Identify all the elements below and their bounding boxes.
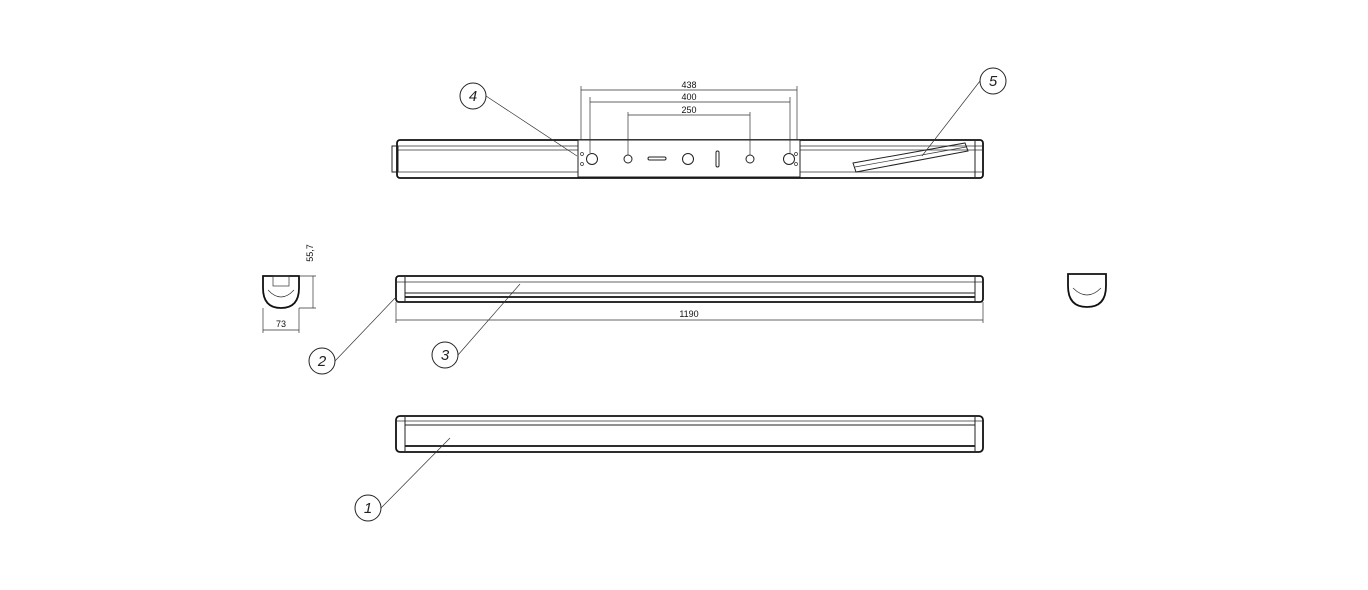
bottom-view (395, 415, 984, 453)
balloon-5: 5 (921, 67, 1007, 157)
balloon-4: 4 (459, 82, 578, 157)
svg-text:4: 4 (469, 88, 477, 105)
dimension-250: 250 (681, 105, 696, 115)
front-view (395, 275, 984, 323)
top-view: 438 400 250 (391, 80, 984, 179)
dimension-400: 400 (681, 92, 696, 102)
balloon-1: 1 (354, 437, 451, 522)
end-view-right (1067, 273, 1107, 308)
dimension-width: 73 (276, 319, 286, 329)
dimension-height: 55,7 (305, 244, 315, 262)
svg-text:3: 3 (441, 347, 450, 364)
dimension-lines-top (580, 86, 798, 155)
svg-text:1: 1 (364, 500, 372, 517)
mounting-holes (580, 150, 798, 168)
balloon-3: 3 (431, 283, 521, 369)
mounting-plate (577, 139, 801, 178)
end-view-left (262, 275, 316, 333)
svg-text:5: 5 (989, 73, 998, 90)
cable-gland (852, 142, 969, 173)
svg-text:2: 2 (317, 353, 327, 370)
dimension-length: 1190 (679, 309, 698, 319)
dimension-438: 438 (681, 80, 696, 90)
balloon-2: 2 (308, 295, 398, 375)
